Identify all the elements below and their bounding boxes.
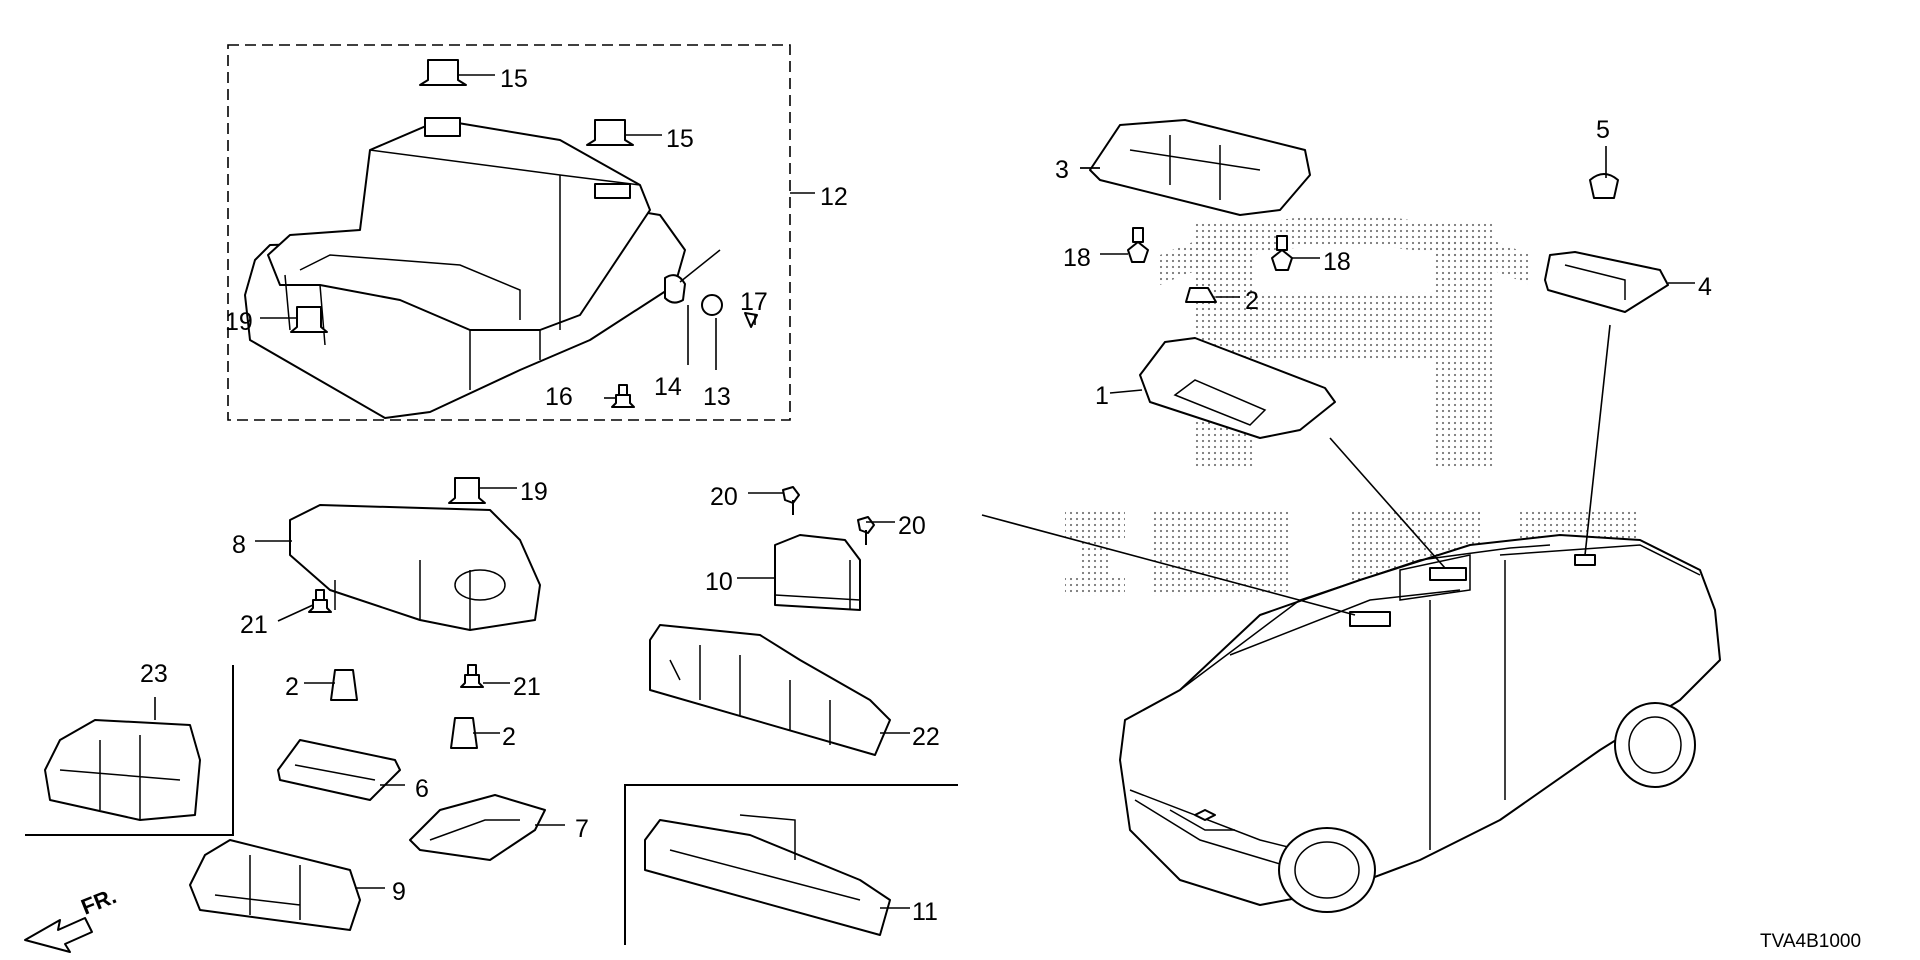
front-direction-indicator: FR.: [24, 883, 120, 953]
callout-12: 12: [820, 183, 848, 211]
small-parts: [290, 59, 1619, 749]
assembly-12-boundary: [227, 44, 791, 421]
callout-18-b: 18: [1323, 248, 1351, 276]
callout-10: 10: [705, 568, 733, 596]
lens-7: [409, 794, 546, 861]
front-arrow-icon: [24, 917, 93, 953]
bulb-2-right: [1185, 287, 1217, 303]
callout-11: 11: [912, 898, 938, 926]
emblem: [1194, 809, 1216, 821]
callout-4: 4: [1698, 273, 1712, 301]
callout-13: 13: [703, 383, 731, 411]
lamp-assembly-23: [44, 719, 201, 821]
screw-16: [611, 384, 635, 408]
callout-19-a: 19: [225, 308, 253, 336]
front-label: FR.: [78, 883, 120, 919]
roof-module-front: [1349, 611, 1391, 627]
callout-15-b: 15: [666, 125, 694, 153]
rear-wheel: [1614, 702, 1696, 788]
callout-8: 8: [232, 531, 246, 559]
lamp-assembly-22: [649, 624, 891, 756]
bulb-13: [701, 294, 723, 316]
lamp-assembly-11: [644, 814, 891, 936]
callout-5: 5: [1596, 116, 1610, 144]
honda-watermark: [1065, 215, 1640, 596]
lamp-base-9: [189, 839, 361, 931]
bulb-2-upper: [330, 669, 358, 701]
screw-20-left: [782, 486, 800, 515]
front-grille: [1169, 809, 1235, 831]
callout-20-b: 20: [898, 512, 926, 540]
roof-module-mid: [1429, 567, 1467, 581]
screw-18-right: [1271, 235, 1293, 271]
vehicle-outline: [1119, 534, 1721, 913]
screw-18-left: [1127, 227, 1149, 263]
callouts: 1 2 2 2 3 4 5 6 7 8 9 10 11 12 13 14 15 …: [140, 65, 1712, 926]
callout-7: 7: [575, 815, 589, 843]
callout-20-a: 20: [710, 483, 738, 511]
callout-2-b: 2: [502, 723, 516, 751]
callout-17: 17: [740, 288, 768, 316]
socket-14: [664, 274, 686, 304]
frames: [25, 44, 958, 945]
bulb-2-lower: [450, 717, 478, 749]
roof-module-rear: [1574, 554, 1596, 566]
callout-9: 9: [392, 878, 406, 906]
clip-19-upper: [290, 306, 328, 333]
clip-17: [744, 312, 758, 328]
clip-19-lower: [448, 477, 486, 504]
clip-15-mid: [586, 119, 634, 146]
callout-18-a: 18: [1063, 244, 1091, 272]
option-11-separator: [624, 784, 958, 945]
callout-6: 6: [415, 775, 429, 803]
callout-2-c: 2: [1245, 287, 1259, 315]
callout-22: 22: [912, 723, 940, 751]
leader-lines: [154, 74, 1695, 909]
option-23-separator: [25, 665, 234, 836]
callout-15-a: 15: [500, 65, 528, 93]
screw-21-lower: [460, 664, 484, 688]
reading-lamp-3: [1089, 119, 1311, 216]
callout-14: 14: [654, 373, 682, 401]
screw-21-upper: [308, 589, 332, 613]
map-lamp-8: [289, 504, 541, 631]
overhead-module-10: [774, 534, 861, 611]
front-wheel: [1278, 827, 1376, 913]
callout-21-a: 21: [240, 611, 268, 639]
lens-1: [1139, 337, 1336, 439]
lamp-modules: [44, 119, 1669, 936]
callout-16: 16: [545, 383, 573, 411]
screw-20-right: [857, 516, 875, 545]
housing-4: [1544, 251, 1669, 313]
callout-2-a: 2: [285, 673, 299, 701]
clip-15-top: [419, 59, 467, 86]
sunroof: [1399, 554, 1471, 601]
callout-21-b: 21: [513, 673, 541, 701]
callout-1: 1: [1095, 382, 1109, 410]
diagram-code: TVA4B1000: [1760, 931, 1861, 952]
callout-19-b: 19: [520, 478, 548, 506]
lens-6: [277, 739, 401, 801]
callout-3: 3: [1055, 156, 1069, 184]
bulb-5: [1589, 173, 1619, 199]
callout-23: 23: [140, 660, 168, 688]
roof-console-assembly: [244, 117, 686, 419]
